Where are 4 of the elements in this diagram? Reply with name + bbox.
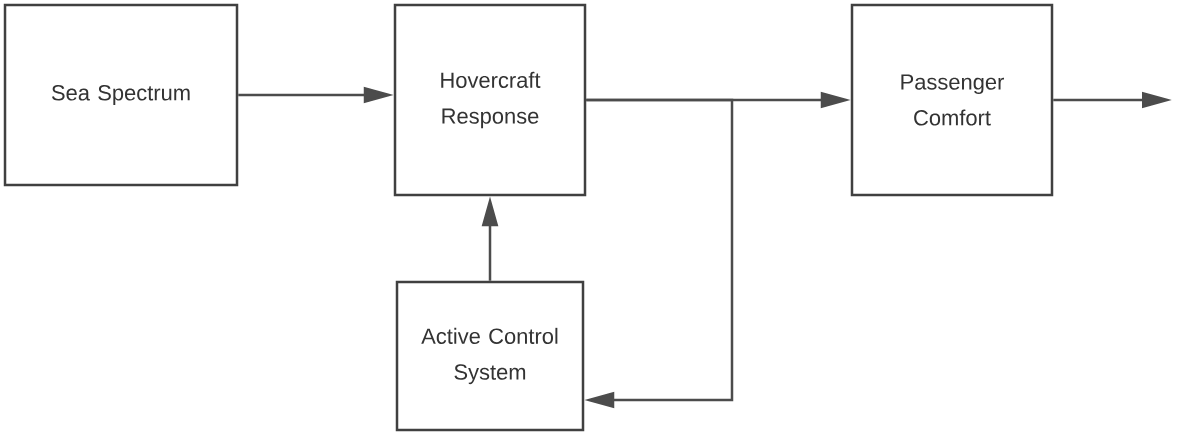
process-box: Hovercraft Response	[393, 3, 587, 197]
process-box: Passenger Comfort	[850, 3, 1054, 197]
process-box: Active Control System	[395, 280, 585, 432]
process-box: Sea Spectrum	[3, 3, 239, 187]
